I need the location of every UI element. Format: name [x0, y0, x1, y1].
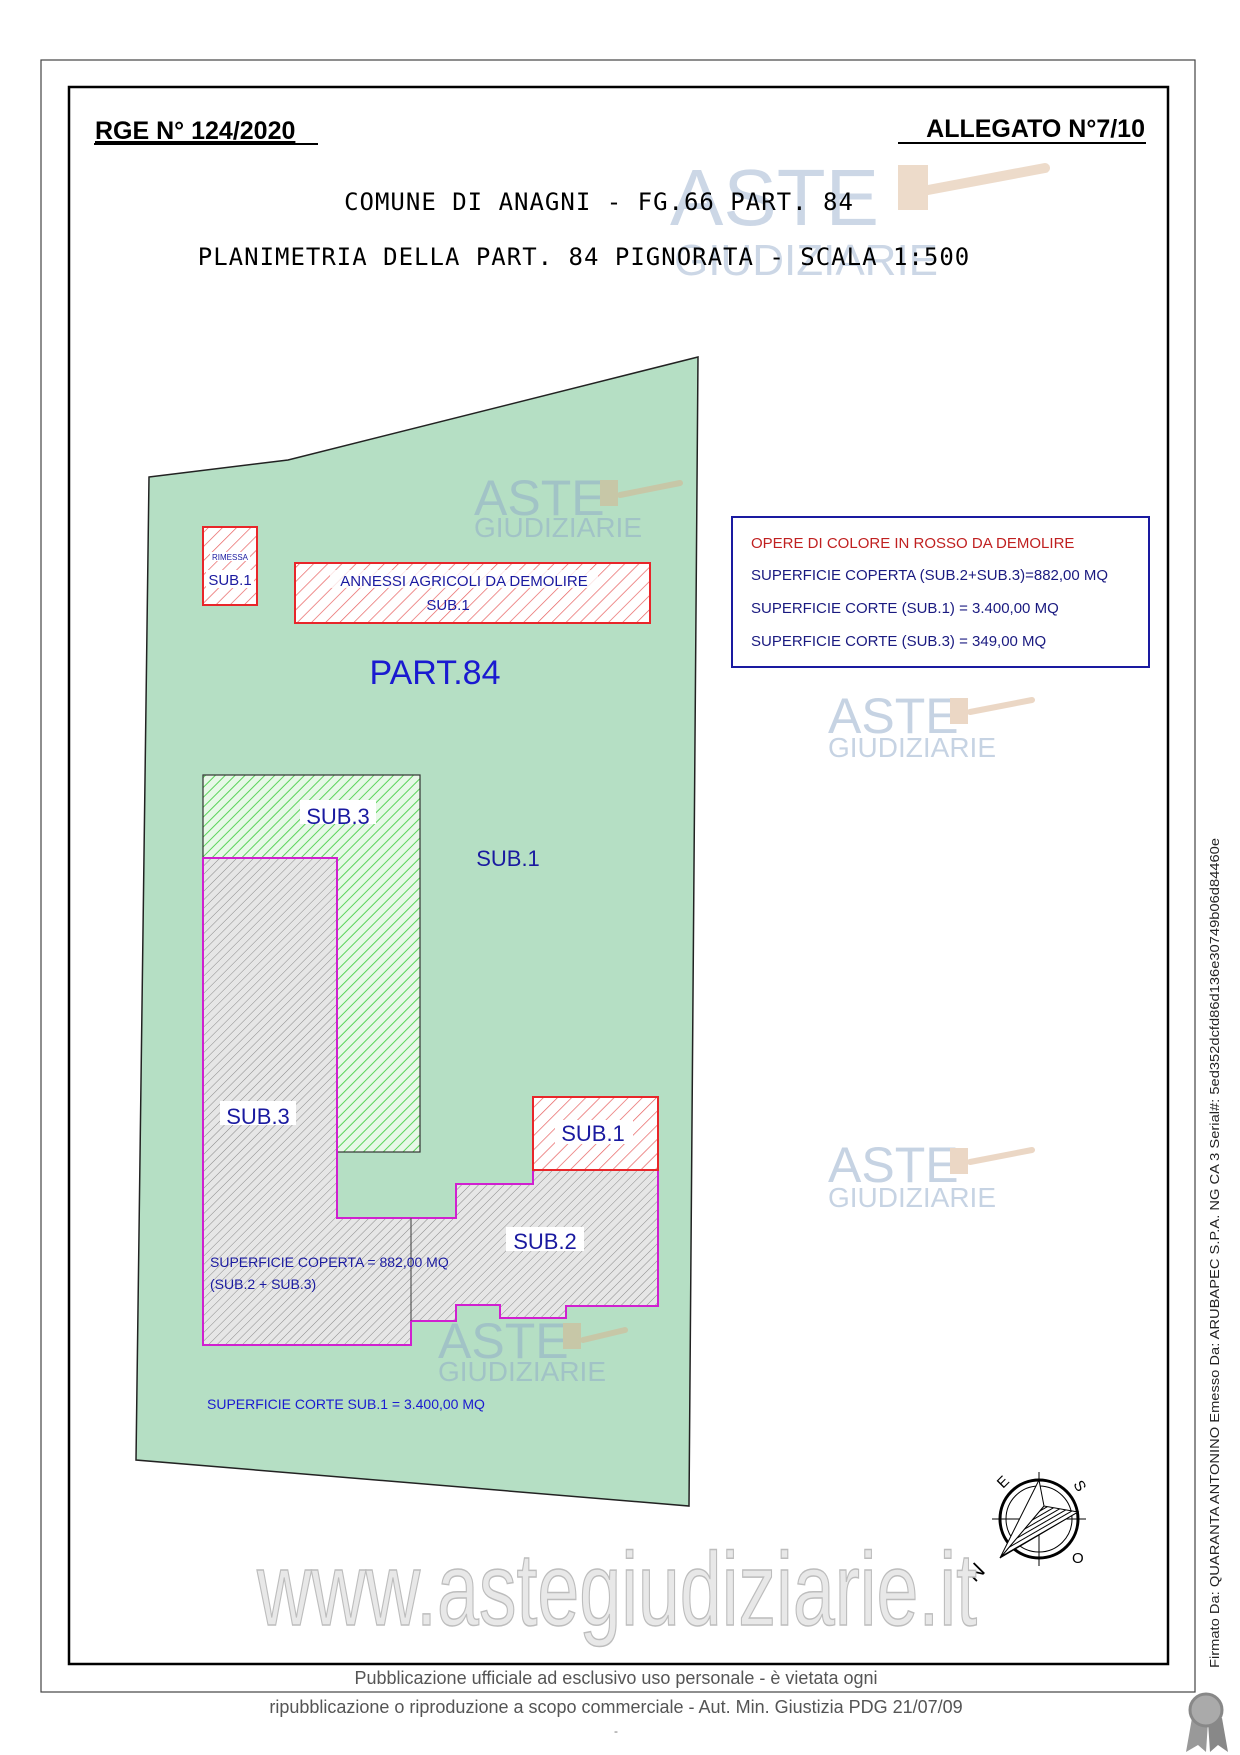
- coperta-label-2: (SUB.2 + SUB.3): [210, 1276, 316, 1292]
- legend-line-4: SUPERFICIE CORTE (SUB.3) = 349,00 MQ: [751, 633, 1046, 650]
- footer-dash: -: [614, 1724, 618, 1738]
- corte-label: SUPERFICIE CORTE SUB.1 = 3.400,00 MQ: [207, 1396, 485, 1412]
- rimessa-sub1: [202, 526, 258, 606]
- outer-frame: [40, 59, 1196, 1693]
- watermark-aste-text: ASTE: [828, 688, 959, 744]
- coperta-label-1: SUPERFICIE COPERTA = 882,00 MQ: [210, 1254, 449, 1270]
- watermark-aste-text: ASTE: [474, 470, 605, 526]
- sub3-left-label: SUB.3: [226, 1104, 290, 1129]
- watermark-giudiziarie-text: GIUDIZIARIE: [438, 1356, 606, 1387]
- legend-line-2: SUPERFICIE COPERTA (SUB.2+SUB.3)=882,00 …: [751, 567, 1108, 584]
- sub1-red-label: SUB.1: [561, 1121, 625, 1146]
- watermark-aste-text: ASTE: [670, 153, 879, 242]
- watermark-giudiziarie-text: GIUDIZIARIE: [828, 1182, 996, 1213]
- watermark-aste-right-1: ASTE GIUDIZIARIE: [828, 688, 1035, 763]
- website-watermark: www.astegiudiziarie.it: [256, 1532, 977, 1648]
- seal-ribbon-icon: [1186, 1692, 1228, 1752]
- rimessa-label: RIMESSA: [212, 553, 249, 562]
- gavel-icon: [898, 165, 928, 210]
- annessi-label: ANNESSI AGRICOLI DA DEMOLIRE: [340, 573, 588, 590]
- footer-line-2: ripubblicazione o riproduzione a scopo c…: [269, 1697, 962, 1717]
- watermark-aste-parcel: ASTE GIUDIZIARIE: [474, 470, 683, 543]
- compass-s: S: [1070, 1478, 1090, 1495]
- title-line-1: COMUNE DI ANAGNI - FG.66 PART. 84: [344, 188, 854, 216]
- compass-e: E: [994, 1473, 1013, 1492]
- watermark-giudiziarie-text: GIUDIZIARIE: [828, 732, 996, 763]
- footer-line-1: Pubblicazione ufficiale ad esclusivo uso…: [355, 1668, 878, 1688]
- allegato-number: ALLEGATO N°7/10: [926, 115, 1145, 143]
- sub2-label: SUB.2: [513, 1229, 577, 1254]
- annessi-sub-label: SUB.1: [426, 597, 469, 614]
- legend-line-3: SUPERFICIE CORTE (SUB.1) = 3.400,00 MQ: [751, 600, 1059, 617]
- legend-box: [731, 516, 1150, 668]
- watermark-giudiziarie-text: GIUDIZIARIE: [674, 236, 938, 285]
- compass-rose-icon: E S O N: [961, 1472, 1089, 1587]
- watermark-aste-text: ASTE: [828, 1137, 959, 1193]
- part-84-label: PART.84: [369, 654, 500, 692]
- rge-number: RGE N° 124/2020: [95, 117, 295, 145]
- digital-signature-text: Firmato Da: QUARANTA ANTONINO Emesso Da:…: [1207, 838, 1222, 1668]
- compass-o: O: [1072, 1550, 1084, 1567]
- inner-frame: [67, 85, 1170, 1666]
- legend-line-1: OPERE DI COLORE IN ROSSO DA DEMOLIRE: [751, 535, 1074, 552]
- sub1-mid-label: SUB.1: [476, 846, 540, 871]
- watermark-aste-right-2: ASTE GIUDIZIARIE: [828, 1137, 1035, 1213]
- watermark-aste-top: ASTE GIUDIZIARIE: [670, 153, 1050, 285]
- watermark-giudiziarie-text: GIUDIZIARIE: [474, 512, 642, 543]
- rimessa-sub-label: SUB.1: [208, 572, 251, 589]
- watermark-aste-bottom: ASTE GIUDIZIARIE: [438, 1313, 628, 1387]
- title-line-2: PLANIMETRIA DELLA PART. 84 PIGNORATA - S…: [198, 243, 970, 271]
- sub3-top-label: SUB.3: [306, 804, 370, 829]
- watermark-aste-text: ASTE: [438, 1313, 569, 1369]
